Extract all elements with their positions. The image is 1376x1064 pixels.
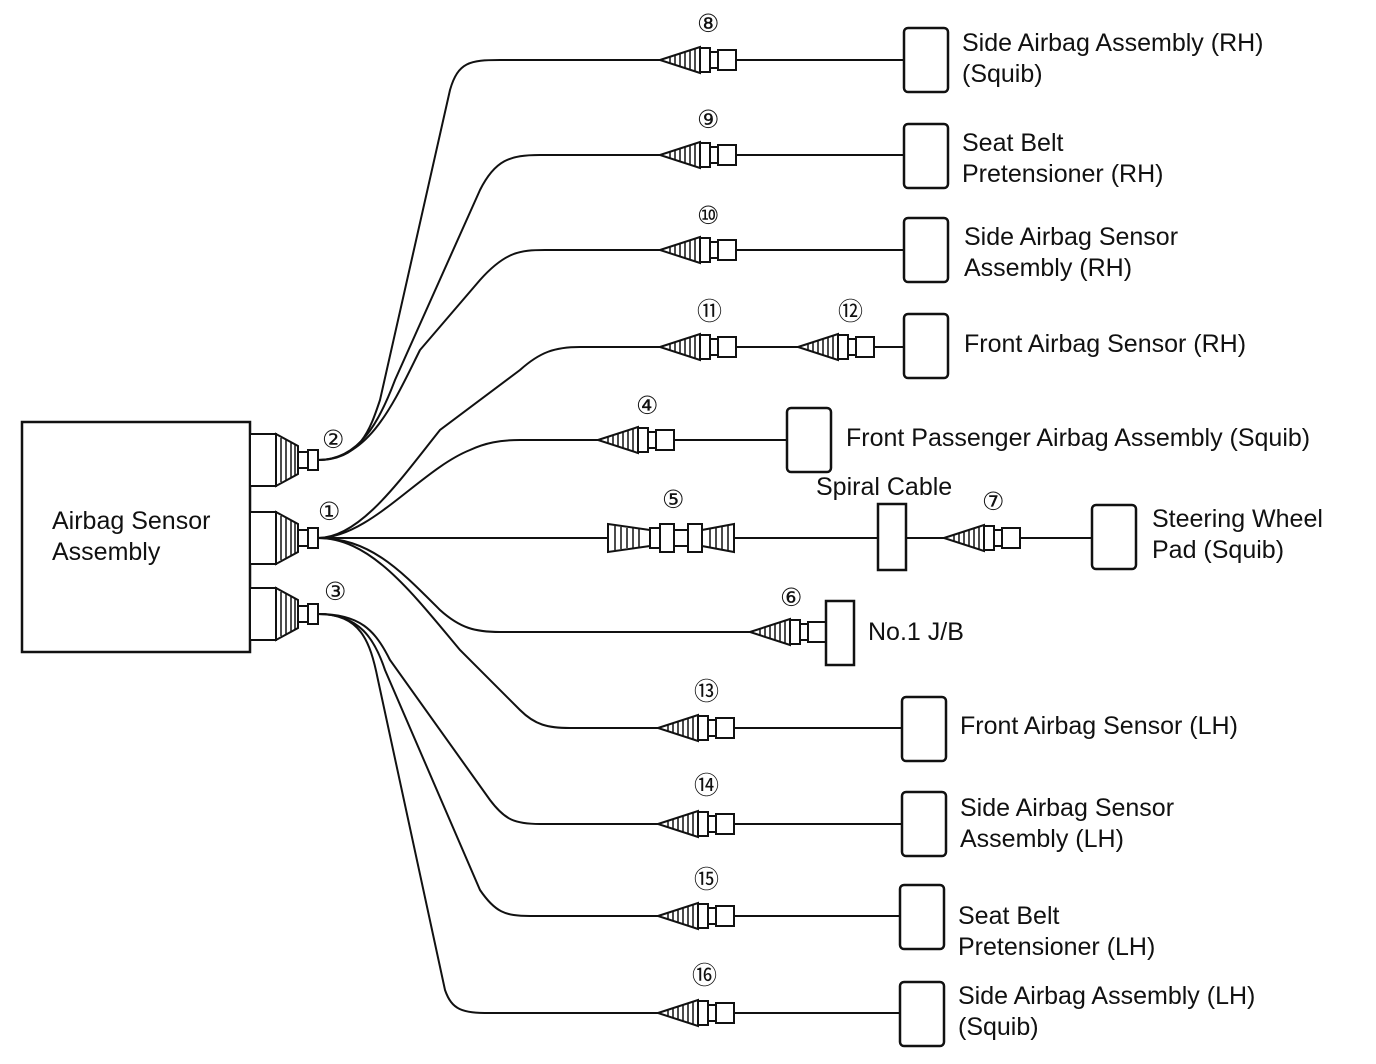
connector-7-number: ⑦ [982,487,1005,516]
main-connector-1 [249,511,319,565]
connector-6-number: ⑥ [780,583,803,612]
connector-9-plug [659,141,737,169]
connector-11-plug [659,333,737,361]
seat-belt-pretensioner-rh-box [902,122,950,190]
side-airbag-assembly-lh-box [898,980,946,1048]
connector-4-number: ④ [636,391,659,420]
front-airbag-sensor-rh-box [902,312,950,380]
label-spiral-cable: Spiral Cable [816,473,953,501]
connector-4-plug [597,426,675,454]
label-seat-belt-pretensioner-lh: Seat Belt Pretensioner (LH) [958,902,1156,961]
junction-block-box [824,599,856,667]
connector-16-plug [657,999,735,1027]
label-junction-block: No.1 J/B [868,618,964,646]
side-airbag-assembly-rh-box [902,26,950,94]
wires [317,59,1092,1014]
main-unit-label: Airbag Sensor Assembly [52,507,211,566]
connector-10-plug [659,236,737,264]
wire-9 [317,154,660,461]
wire-15 [317,613,658,917]
main-connector-3 [249,587,319,641]
label-front-passenger-airbag: Front Passenger Airbag Assembly (Squib) [846,424,1311,452]
label-steering-wheel-pad: Steering Wheel Pad (Squib) [1152,505,1323,564]
wire-13 [317,537,658,729]
connector-5-plug [607,522,735,554]
wire-10 [317,249,660,461]
label-side-airbag-assembly-rh: Side Airbag Assembly (RH) (Squib) [962,29,1264,88]
connector-1-number: ① [318,497,341,526]
connector-8-number: ⑧ [697,9,720,38]
connector-9-number: ⑨ [697,105,720,134]
connector-8-plug [659,46,737,74]
label-seat-belt-pretensioner-rh: Seat Belt Pretensioner (RH) [962,129,1164,188]
airbag-sensor-assembly-box [20,420,252,654]
connector-13-plug [657,714,735,742]
connector-3-number: ③ [324,577,347,606]
seat-belt-pretensioner-lh-box [898,883,946,951]
main-connector-2 [249,433,319,487]
front-airbag-sensor-lh-box [900,695,948,763]
connector-5-number: ⑤ [662,485,685,514]
connector-13-number: ⑬ [694,677,720,706]
connector-12-plug [797,333,875,361]
spiral-cable-box [876,502,908,572]
steering-wheel-pad-box [1090,503,1138,571]
connector-6-plug [749,618,827,646]
label-front-airbag-sensor-lh: Front Airbag Sensor (LH) [960,712,1238,740]
connector-14-plug [657,810,735,838]
wire-4 [317,439,598,539]
wire-6 [317,537,770,633]
wire-16 [317,613,658,1014]
label-side-airbag-assembly-lh: Side Airbag Assembly (LH) (Squib) [958,982,1256,1041]
wire-11 [317,346,660,539]
connector-16-number: ⑯ [692,961,718,990]
connector-15-plug [657,902,735,930]
wire-8 [317,59,660,461]
side-airbag-sensor-lh-box [900,790,948,858]
connector-2-number: ② [322,425,345,454]
connector-14-number: ⑭ [694,771,720,800]
wire-14 [317,613,658,825]
front-passenger-airbag-box [785,406,833,474]
label-side-airbag-sensor-lh: Side Airbag Sensor Assembly (LH) [960,794,1175,853]
label-side-airbag-sensor-rh: Side Airbag Sensor Assembly (RH) [964,223,1179,282]
side-airbag-sensor-rh-box [902,216,950,284]
connector-10-number: ⑩ [697,201,720,230]
connector-15-number: ⑮ [694,865,720,894]
connector-7-plug [943,524,1021,552]
label-front-airbag-sensor-rh: Front Airbag Sensor (RH) [964,330,1247,358]
connector-12-number: ⑫ [838,297,864,326]
connector-11-number: ⑪ [697,297,723,326]
